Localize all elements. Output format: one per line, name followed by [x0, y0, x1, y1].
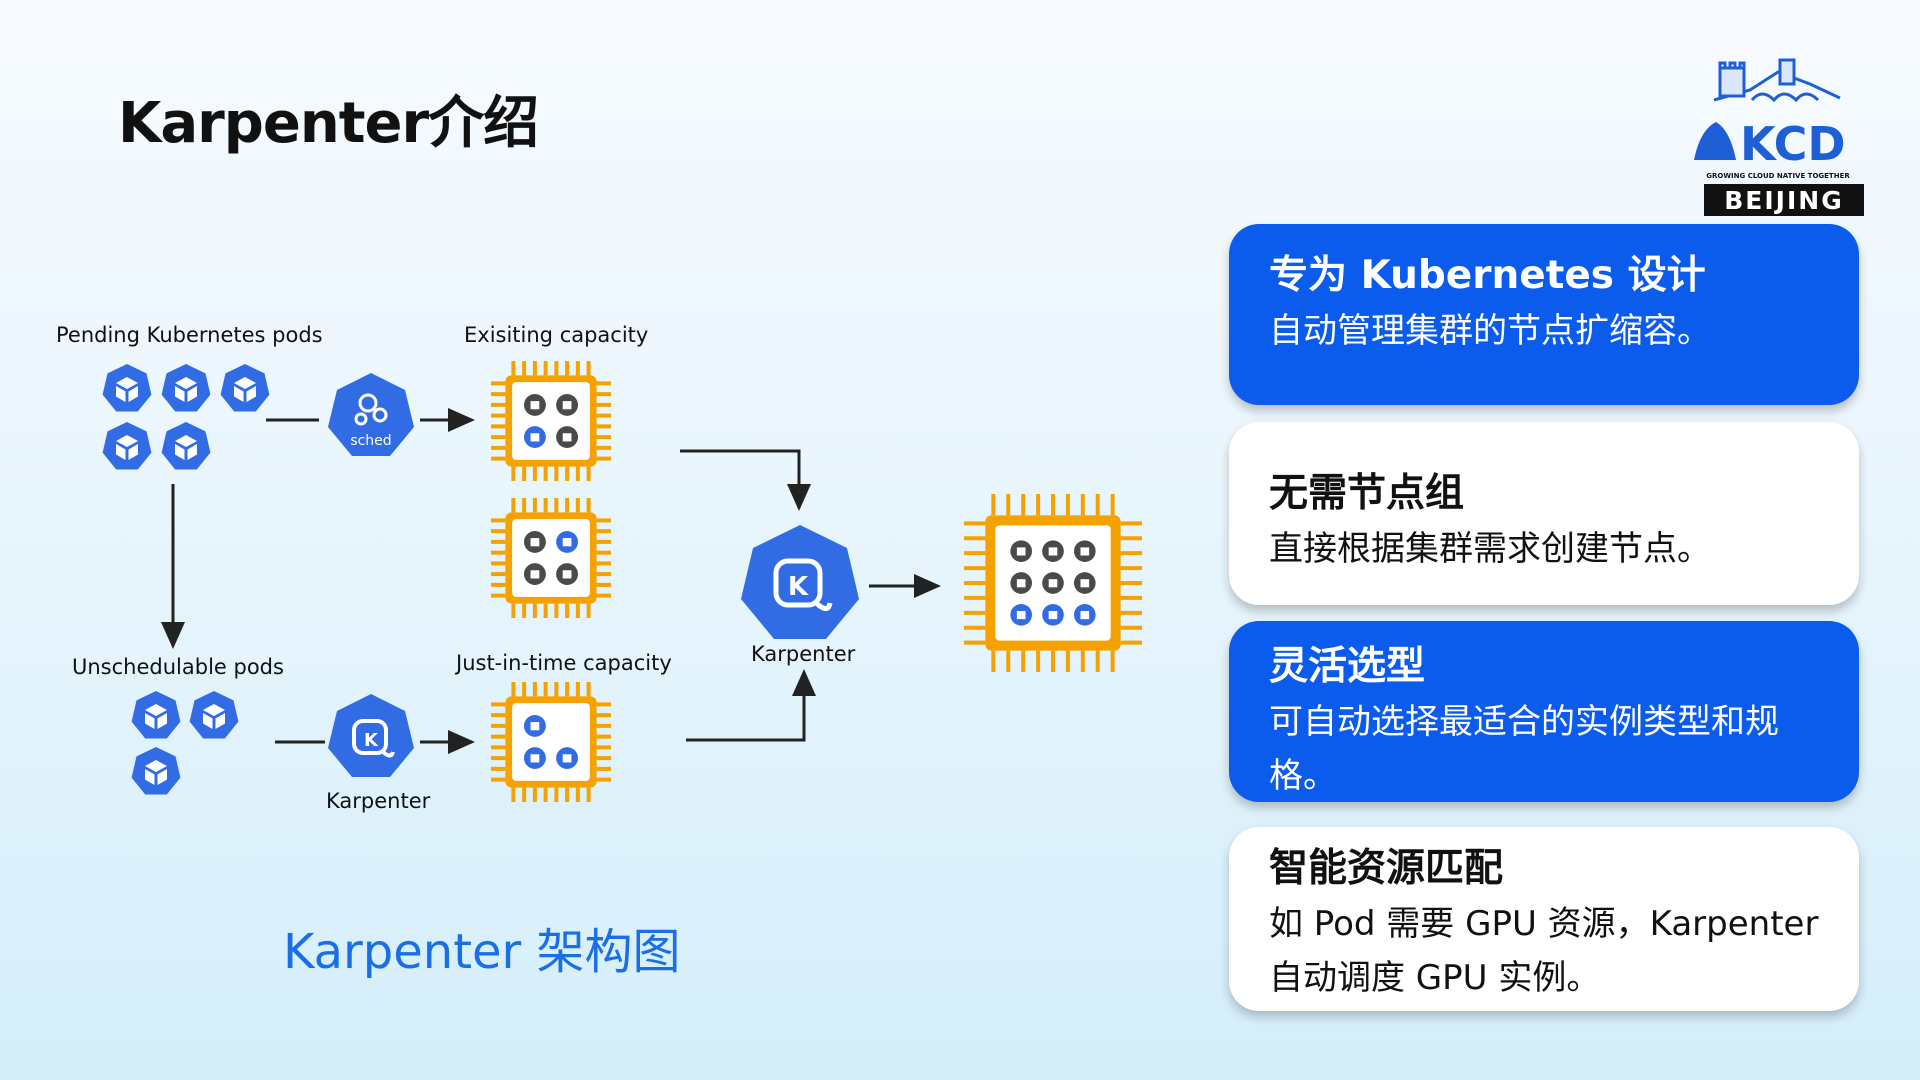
page-title: Karpenter介绍 [118, 91, 539, 156]
pod-icon [102, 364, 152, 412]
card-body: 自动管理集群的节点扩缩容。 [1269, 311, 1711, 351]
feature-card-flexible: 灵活选型 可自动选择最适合的实例类型和规格。 [1229, 621, 1859, 802]
chip-pod-glyph [1048, 579, 1058, 588]
jit-node-chip [491, 682, 611, 802]
pod-icon [131, 747, 181, 795]
karpenter-main-icon: K [741, 525, 859, 639]
chip-pod-glyph [1048, 611, 1058, 620]
chip-pod-glyph [562, 570, 572, 579]
chip-pod-glyph [562, 754, 572, 763]
svg-text:KCD: KCD [1740, 117, 1846, 171]
pod-icon [131, 691, 181, 739]
chip-pod-glyph [1080, 579, 1090, 588]
karpenter-small-icon: K [328, 694, 414, 777]
feature-card-kubernetes: 专为 Kubernetes 设计 自动管理集群的节点扩缩容。 [1229, 224, 1859, 405]
card-body: 直接根据集群需求创建节点。 [1269, 529, 1711, 569]
svg-text:GROWING CLOUD NATIVE TOGETHER: GROWING CLOUD NATIVE TOGETHER [1706, 172, 1850, 180]
chip-pod-glyph [1016, 611, 1026, 620]
existing-node-chip [491, 361, 611, 481]
chip-pod-glyph [562, 401, 572, 410]
card-title: 无需节点组 [1269, 471, 1465, 516]
chip-pod-glyph [1016, 547, 1026, 556]
card-title: 专为 Kubernetes 设计 [1269, 253, 1706, 298]
chip-core [512, 519, 590, 597]
pod-icon [102, 422, 152, 470]
chip-pod-glyph [1080, 547, 1090, 556]
diagram-caption: Karpenter 架构图 [283, 924, 681, 980]
svg-text:K: K [788, 572, 809, 602]
chip-pod-glyph [1048, 547, 1058, 556]
feature-card-smart-matching: 智能资源匹配 如 Pod 需要 GPU 资源，Karpenter 自动调度 GP… [1229, 827, 1859, 1011]
arrow-jit-to-karpenter [686, 669, 816, 742]
existing-node-chip [491, 498, 611, 618]
card-body: 可自动选择最适合的实例类型和规格。 [1269, 702, 1779, 796]
jit-capacity-label: Just-in-time capacity [454, 651, 672, 675]
chip-pod-glyph [530, 722, 540, 731]
provisioned-node-chip [964, 494, 1142, 672]
existing-capacity-label: Exisiting capacity [464, 323, 648, 347]
kcd-beijing-logo: KCD GROWING CLOUD NATIVE TOGETHER BEIJIN… [1694, 58, 1864, 216]
chip-pod-glyph [530, 570, 540, 579]
unschedulable-pods-label: Unschedulable pods [72, 655, 284, 679]
sched-label: sched [350, 433, 391, 449]
chip-pod-glyph [562, 538, 572, 547]
pod-icon [220, 364, 270, 412]
card-title: 智能资源匹配 [1269, 846, 1504, 891]
pod-icon [189, 691, 239, 739]
chip-pod-glyph [1080, 611, 1090, 620]
card-title: 灵活选型 [1269, 644, 1426, 689]
chip-pod-glyph [1016, 579, 1026, 588]
chip-core [512, 382, 590, 460]
svg-text:BEIJING: BEIJING [1724, 186, 1843, 215]
arrow-existing-to-karpenter [680, 449, 811, 511]
chip-pod-glyph [530, 538, 540, 547]
pod-icon [161, 364, 211, 412]
svg-text:K: K [364, 730, 379, 751]
chip-pod-glyph [530, 754, 540, 763]
karpenter-architecture-diagram: Pending Kubernetes pods sched Exisiting … [56, 323, 1142, 813]
pod-icon [161, 422, 211, 470]
kcd-wordmark: KCD GROWING CLOUD NATIVE TOGETHER BEIJIN… [1694, 117, 1864, 216]
great-wall-icon [1713, 58, 1841, 103]
card-body: 如 Pod 需要 GPU 资源，Karpenter 自动调度 GPU 实例。 [1269, 904, 1819, 998]
chip-pod-glyph [530, 401, 540, 410]
karpenter-main-label: Karpenter [751, 642, 856, 666]
kube-scheduler-icon: sched [328, 373, 414, 456]
chip-core [512, 703, 590, 781]
feature-card-no-node-group: 无需节点组 直接根据集群需求创建节点。 [1229, 422, 1859, 605]
chip-pod-glyph [562, 433, 572, 442]
karpenter-small-label: Karpenter [326, 789, 431, 813]
pending-pods-label: Pending Kubernetes pods [56, 323, 323, 347]
chip-pod-glyph [530, 433, 540, 442]
